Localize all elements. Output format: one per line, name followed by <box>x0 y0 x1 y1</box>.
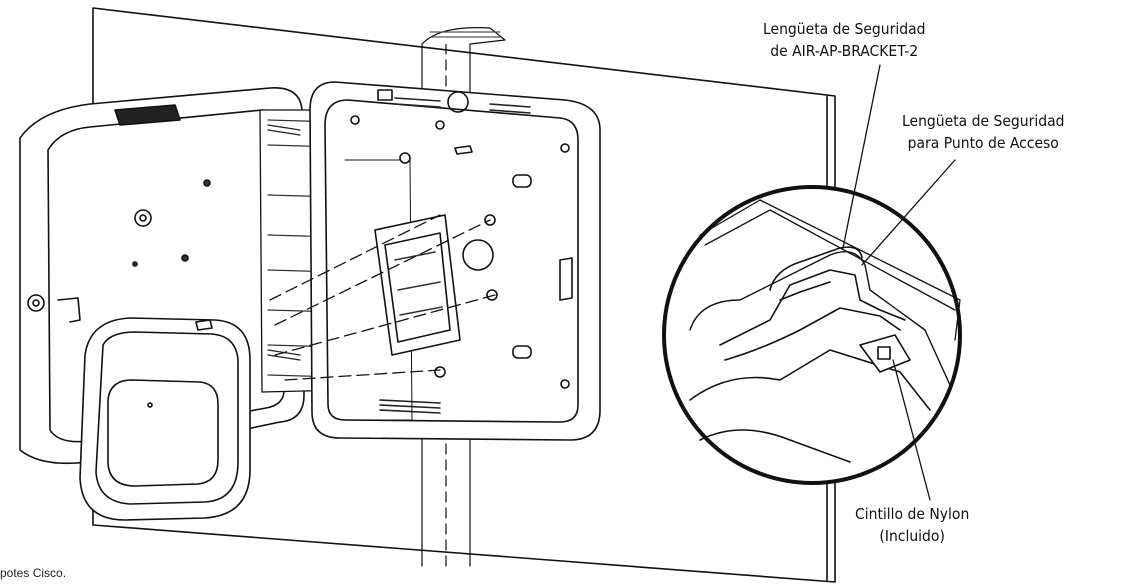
callout-air-ap-bracket-safety-tab: Lengüeta de Seguridad de AIR-AP-BRACKET-… <box>763 18 926 62</box>
enclosure-base <box>269 81 601 441</box>
callout-line: para Punto de Acceso <box>907 134 1059 152</box>
access-point <box>79 317 251 521</box>
callout-nylon-tie: Cintillo de Nylon (Incluido) <box>855 503 969 547</box>
callout-line: Lengüeta de Seguridad <box>902 112 1065 130</box>
callout-line: Cintillo de Nylon <box>855 505 970 523</box>
callout-line: de AIR-AP-BRACKET-2 <box>770 42 919 60</box>
figure-caption: potes Cisco. <box>0 566 67 580</box>
callout-access-point-safety-tab: Lengüeta de Seguridad para Punto de Acce… <box>902 110 1065 154</box>
callout-line: Lengüeta de Seguridad <box>763 20 926 38</box>
callout-leaders <box>842 64 956 501</box>
callout-line: (Incluido) <box>879 527 945 545</box>
detail-zoom <box>662 185 962 485</box>
